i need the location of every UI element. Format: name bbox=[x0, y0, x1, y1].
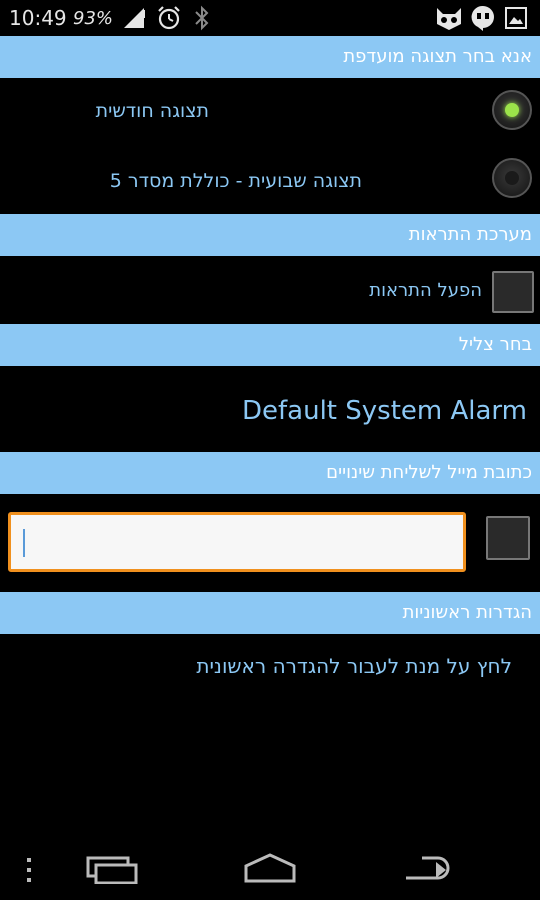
hangouts-icon bbox=[470, 4, 496, 36]
text-cursor bbox=[23, 529, 25, 557]
bluetooth-icon bbox=[193, 5, 211, 35]
view-option-monthly[interactable]: תצוגה חודשית bbox=[0, 80, 540, 146]
enable-alerts-row[interactable]: הפעל התראות bbox=[0, 258, 540, 324]
enable-alerts-label: הפעל התראות bbox=[369, 280, 482, 301]
initial-settings-link-row[interactable]: לחץ על מנת לעבור להגדרה ראשונית bbox=[0, 636, 540, 696]
email-checkbox[interactable] bbox=[486, 516, 530, 560]
view-option-weekly[interactable]: תצוגה שבועית - כוללת מסדר 5 bbox=[0, 146, 540, 212]
status-time: 10:49 bbox=[9, 6, 67, 30]
view-option-weekly-label: תצוגה שבועית - כוללת מסדר 5 bbox=[109, 170, 362, 192]
ringtone-selector[interactable]: Default System Alarm bbox=[0, 368, 540, 452]
alarm-icon bbox=[156, 5, 182, 35]
radio-monthly[interactable] bbox=[492, 90, 532, 130]
status-bar: 10:49 93% bbox=[0, 0, 540, 36]
back-icon[interactable] bbox=[402, 854, 454, 888]
initial-settings-section-header: הגדרות ראשוניות bbox=[0, 592, 540, 634]
radio-selected-dot bbox=[505, 103, 519, 117]
battery-percentage: 93% bbox=[73, 8, 114, 29]
email-input[interactable] bbox=[11, 515, 463, 569]
alerts-section-header: מערכת התראות bbox=[0, 214, 540, 256]
cat-notification-icon bbox=[434, 4, 464, 36]
home-icon[interactable] bbox=[242, 852, 298, 888]
ringtone-value: Default System Alarm bbox=[242, 396, 527, 426]
email-input-container[interactable] bbox=[8, 512, 466, 572]
radio-weekly[interactable] bbox=[492, 158, 532, 198]
email-section-header: כתובת מייל לשליחת שינויים bbox=[0, 452, 540, 494]
navigation-bar bbox=[0, 838, 540, 900]
signal-icon bbox=[122, 6, 148, 34]
image-icon bbox=[505, 7, 527, 33]
ringtone-section-header: בחר צליל bbox=[0, 324, 540, 366]
enable-alerts-checkbox[interactable] bbox=[492, 271, 534, 313]
radio-unselected-dot bbox=[505, 171, 519, 185]
initial-settings-link[interactable]: לחץ על מנת לעבור להגדרה ראשונית bbox=[196, 654, 512, 678]
view-section-header: אנא בחר תצוגה מועדפת bbox=[0, 36, 540, 78]
menu-icon[interactable] bbox=[24, 856, 34, 888]
recent-apps-icon[interactable] bbox=[86, 856, 138, 888]
view-option-monthly-label: תצוגה חודשית bbox=[95, 100, 209, 122]
